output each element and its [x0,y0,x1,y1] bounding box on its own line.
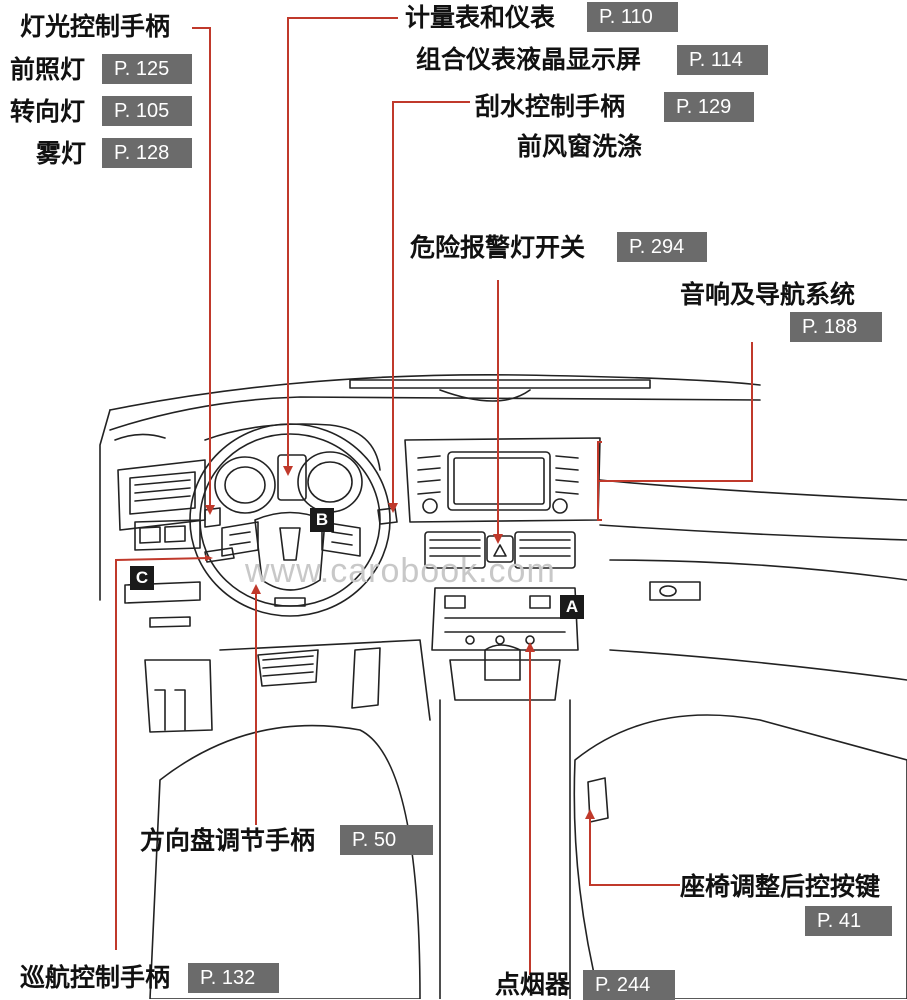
leader-light-stalk [192,27,211,510]
audio-nav-label: 音响及导航系统 [680,280,856,309]
lcd-cluster-label: 组合仪表液晶显示屏 [416,45,642,74]
seat-buttons-label: 座椅调整后控按键 [680,872,881,901]
climate-panel [431,587,579,651]
washer-label: 前风窗洗涤 [517,132,643,161]
steering-adjust-label: 方向盘调节手柄 [140,826,316,855]
leader-cruise [115,557,211,950]
light-stalk-label: 灯光控制手柄 [20,12,171,41]
left-air-vent [129,471,196,515]
hazard-label: 危险报警灯开关 [410,233,586,262]
dash-hood [109,396,761,431]
lcd-cluster-page-ref[interactable]: P. 114 [677,45,768,75]
leader-seat [589,815,680,886]
gauges-page-ref[interactable]: P. 110 [587,2,678,32]
left-gauge [214,456,276,514]
glove-box-handle [649,581,701,601]
center-vent-right [514,531,576,569]
headlight-page-ref[interactable]: P. 125 [102,54,192,84]
passenger-seat [573,714,907,999]
dash-top-edge [109,374,761,411]
gauges-label: 计量表和仪表 [405,3,556,32]
steering-wheel-rim [189,423,391,617]
leader-audio-bracket [597,342,753,521]
leader-gauges [287,17,398,470]
fog-light-page-ref[interactable]: P. 128 [102,138,192,168]
fog-light-label: 雾灯 [36,139,87,168]
leader-wiper [392,101,470,508]
cruise-page-ref[interactable]: P. 132 [188,963,279,993]
gear-shifter [484,644,521,681]
steering-hub [254,511,326,591]
center-lcd [277,454,307,501]
wiper-stalk-page-ref[interactable]: P. 129 [664,92,754,122]
watermark: www.carobook.com [245,552,556,590]
center-vent-left [424,531,486,569]
accelerator-pedal [351,647,381,709]
marker-b: B [310,508,334,532]
instrument-hood [204,423,381,471]
steering-adjust-page-ref[interactable]: P. 50 [340,825,433,855]
cruise-label: 巡航控制手柄 [20,963,171,992]
lighter-page-ref[interactable]: P. 244 [583,970,675,1000]
marker-a: A [560,595,584,619]
wiper-stalk-label: 刮水控制手柄 [475,92,626,121]
seat-buttons-page-ref[interactable]: P. 41 [805,906,892,936]
turn-signal-label: 转向灯 [10,97,86,126]
seat-switch [587,777,609,823]
hazard-page-ref[interactable]: P. 294 [617,232,707,262]
audio-nav-page-ref[interactable]: P. 188 [790,312,882,342]
headlight-label: 前照灯 [10,55,86,84]
brake-pedal [257,649,319,687]
marker-c: C [130,566,154,590]
turn-signal-page-ref[interactable]: P. 105 [102,96,192,126]
dash-defroster-vent [349,379,651,389]
lighter-label: 点烟器 [495,970,571,999]
driver-seat [149,724,421,999]
